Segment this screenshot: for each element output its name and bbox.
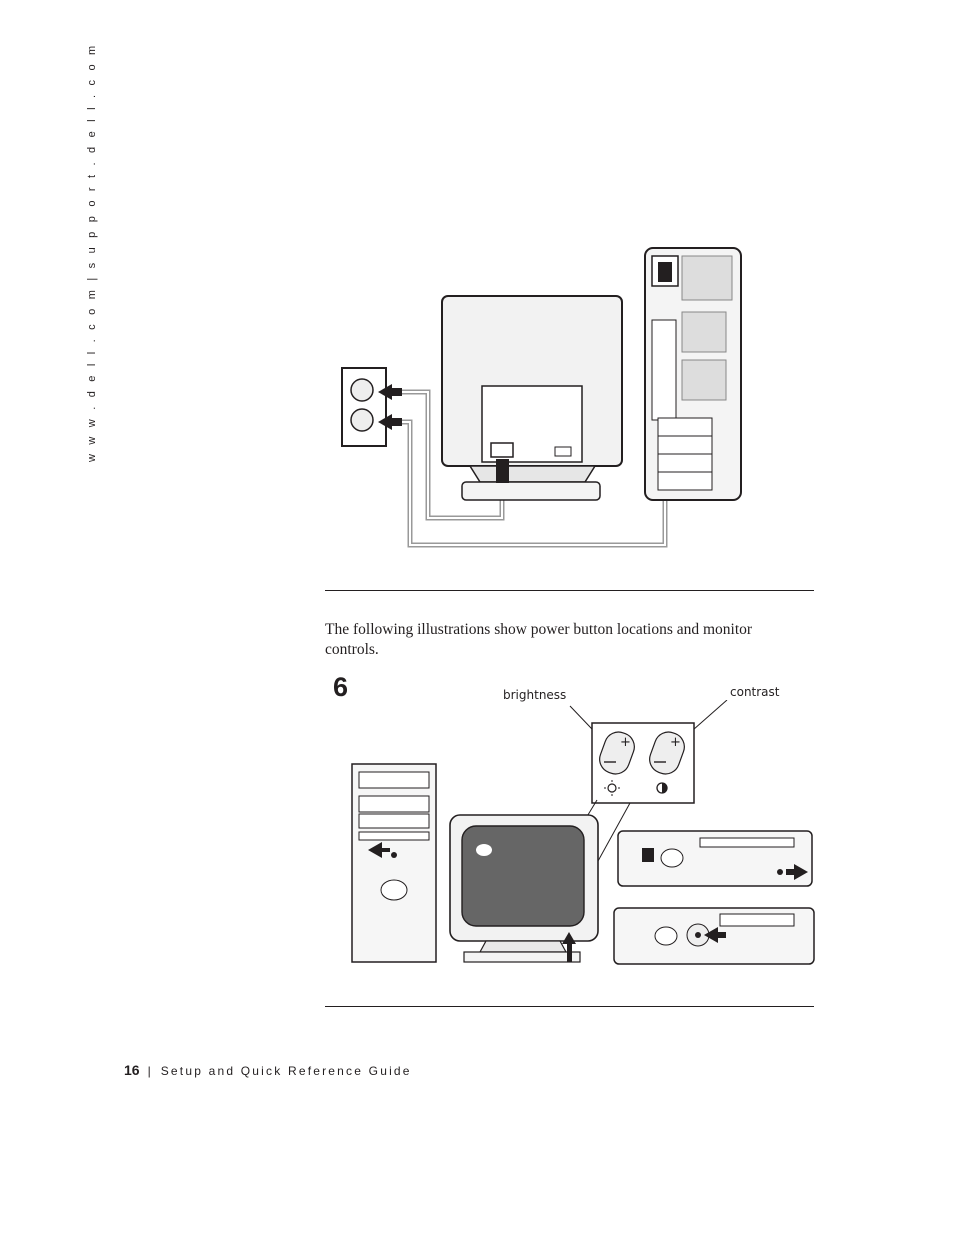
step-number: 6 bbox=[333, 672, 349, 702]
page-number: 16 bbox=[124, 1062, 140, 1078]
section-divider-top bbox=[325, 590, 814, 591]
mini-tower-front bbox=[351, 763, 437, 963]
page-footer: 16 | Setup and Quick Reference Guide bbox=[124, 1062, 412, 1078]
contrast-label: contrast bbox=[730, 685, 780, 699]
brightness-label: brightness bbox=[503, 688, 567, 702]
power-connection-illustration bbox=[341, 247, 742, 548]
monitor-control-panel: + + bbox=[591, 722, 695, 804]
svg-text:+: + bbox=[620, 735, 631, 750]
footer-title: Setup and Quick Reference Guide bbox=[160, 1064, 412, 1078]
power-button-illustration: + + bbox=[351, 700, 815, 965]
svg-text:+: + bbox=[670, 735, 681, 750]
wall-outlet bbox=[341, 367, 387, 447]
arrow-icon bbox=[378, 384, 402, 430]
monitor-rear bbox=[441, 295, 623, 501]
brightness-icon bbox=[604, 780, 620, 796]
side-url-text: w w w . d e l l . c o m | s u p p o r t … bbox=[86, 42, 98, 462]
low-profile-computer-front bbox=[613, 907, 815, 965]
contrast-icon bbox=[656, 782, 668, 794]
footer-separator: | bbox=[147, 1064, 151, 1078]
monitor-front bbox=[449, 814, 599, 963]
section-divider-bottom bbox=[325, 1006, 814, 1007]
body-paragraph: The following illustrations show power b… bbox=[325, 620, 753, 658]
desktop-computer-front bbox=[617, 830, 813, 887]
computer-tower-rear bbox=[644, 247, 742, 501]
